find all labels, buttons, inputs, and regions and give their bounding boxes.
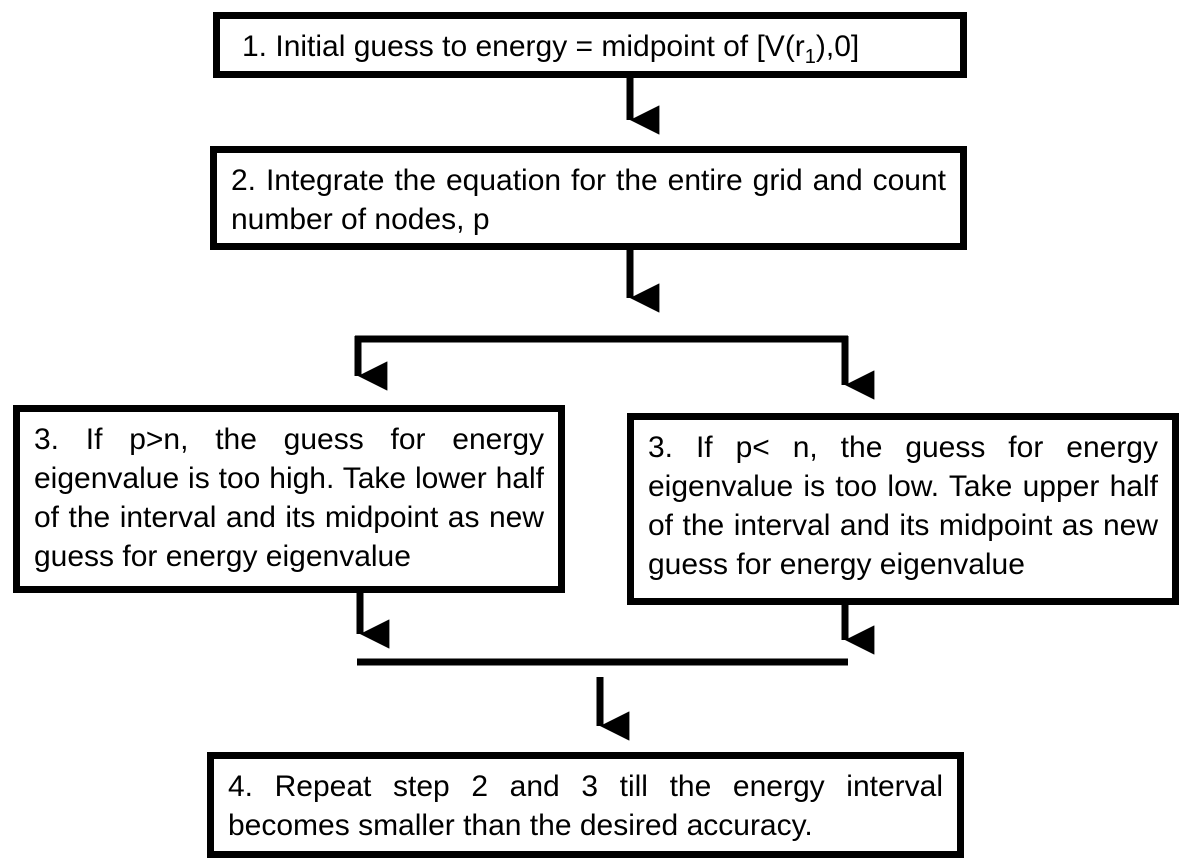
step-2-text: 2. Integrate the equation for the entire… <box>231 164 946 236</box>
step-4-text: 4. Repeat step 2 and 3 till the energy i… <box>228 770 943 842</box>
step-3-too-high-text: 3. If p>n, the guess for energy eigenval… <box>34 423 544 573</box>
step-1-box: 1. Initial guess to energy = midpoint of… <box>213 12 967 78</box>
step-1-text-prefix: 1. Initial guess to energy = midpoint of… <box>242 30 805 63</box>
step-1-text-suffix: ),0] <box>815 30 860 63</box>
step-3-too-low-text: 3. If p< n, the guess for energy eigenva… <box>648 431 1158 581</box>
step-1-subscript: 1 <box>804 46 816 68</box>
step-3-too-high-box: 3. If p>n, the guess for energy eigenval… <box>13 405 565 593</box>
step-4-box: 4. Repeat step 2 and 3 till the energy i… <box>207 752 964 858</box>
step-3-too-low-box: 3. If p< n, the guess for energy eigenva… <box>627 413 1179 605</box>
step-2-box: 2. Integrate the equation for the entire… <box>210 146 967 250</box>
step-1-text: 1. Initial guess to energy = midpoint of… <box>242 27 938 68</box>
